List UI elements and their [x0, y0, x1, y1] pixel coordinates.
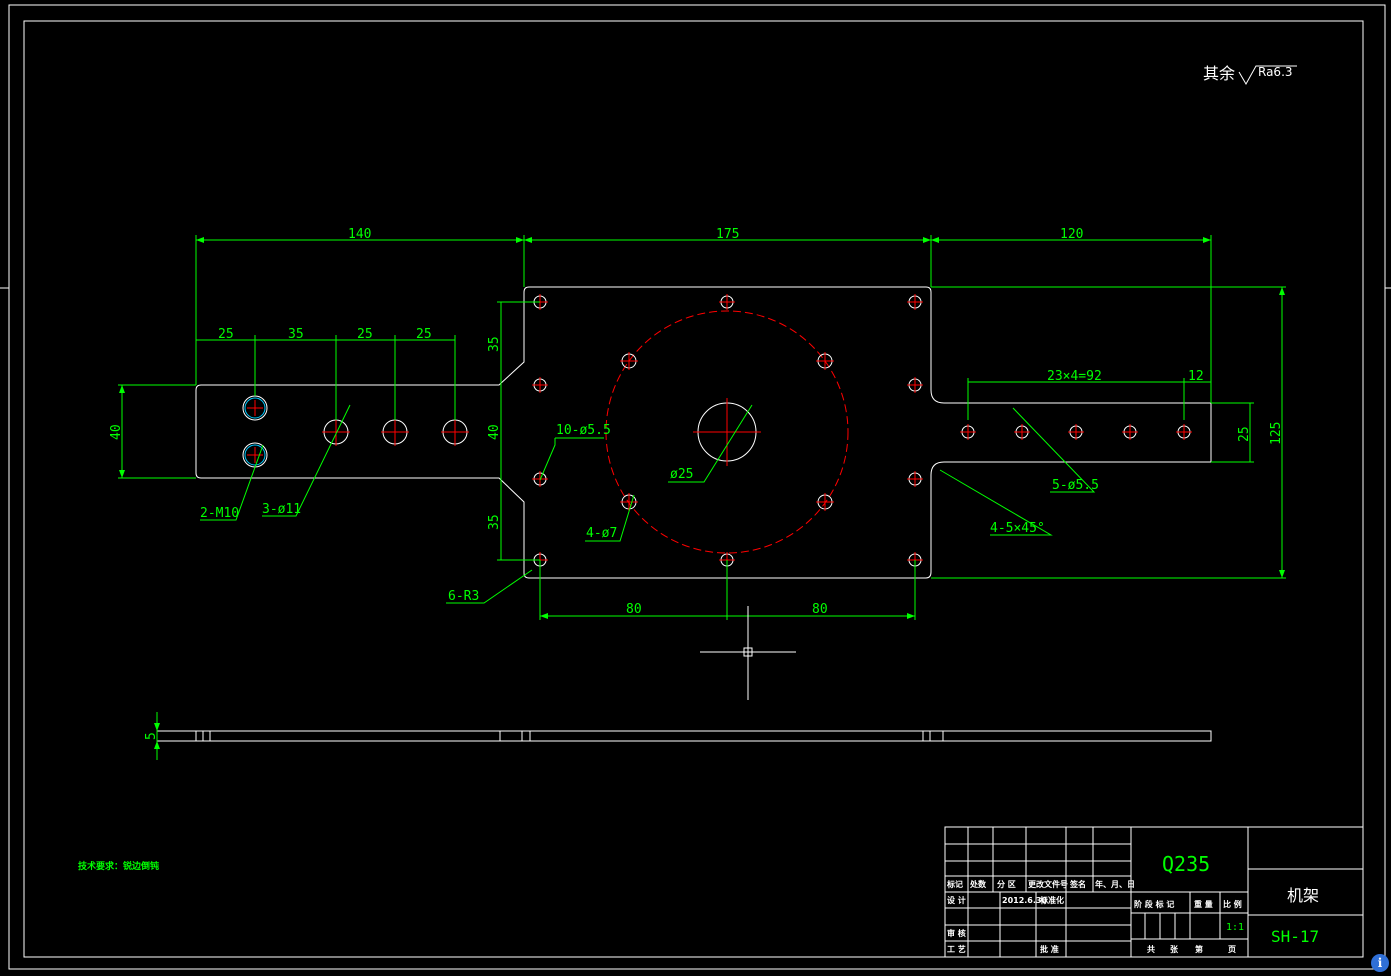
holes [242, 294, 1192, 568]
tb-weight: 重 量 [1194, 899, 1213, 909]
drawing-frame [0, 4, 1391, 970]
part-name: 机架 [1287, 886, 1319, 905]
tb-footer-2: 第 [1195, 944, 1203, 954]
tb-stage: 阶 段 标 记 [1134, 899, 1174, 909]
tb-scale-label: 比 例 [1223, 899, 1242, 909]
dim-25c: 25 [416, 327, 432, 342]
callout-chamfer: 4-5×45° [990, 521, 1045, 536]
callout-m10: 2-M10 [200, 506, 239, 521]
callout-phi55-5: 5-ø5.5 [1052, 478, 1099, 493]
center-cross [700, 606, 796, 700]
tb-footer-3: 页 [1228, 945, 1236, 954]
roughness-value: Ra6.3 [1258, 65, 1293, 79]
info-icon[interactable]: i [1371, 954, 1389, 972]
dim-35a: 35 [288, 327, 304, 342]
dim-40-left: 40 [109, 424, 124, 440]
dimension-texts: 140 175 120 25 35 25 25 35 40 35 40 23×4… [109, 227, 1284, 740]
dim-125: 125 [1269, 422, 1284, 445]
dim-120: 120 [1060, 227, 1083, 242]
dim-5: 5 [144, 732, 159, 740]
dim-175: 175 [716, 227, 739, 242]
tb-design-date: 2012.6.30 [1002, 896, 1047, 905]
tb-row-header-0: 标记 [946, 879, 963, 889]
title-block: Q235 机架 SH-17 1:1 标记 处数 分 区 更改文件号 签名 年、月… [944, 826, 1364, 958]
dim-25-right: 25 [1237, 426, 1252, 442]
tb-review: 审 核 [947, 928, 966, 938]
callout-phi25: ø25 [670, 467, 693, 482]
dim-140: 140 [348, 227, 371, 242]
tb-footer-0: 共 [1147, 944, 1155, 954]
tb-row-header-2: 分 区 [997, 879, 1016, 889]
tb-row-header-5: 年、月、日 [1095, 879, 1135, 889]
dimension-lines [118, 235, 1286, 760]
tb-footer-1: 张 [1170, 945, 1179, 954]
dim-12: 12 [1188, 369, 1204, 384]
roughness-prefix: 其余 [1203, 64, 1235, 83]
tb-row-header-1: 处数 [969, 879, 987, 889]
tb-approve: 批 准 [1040, 944, 1059, 954]
dim-80-left: 80 [626, 602, 642, 617]
dim-35-bot: 35 [487, 514, 502, 530]
dim-80-right: 80 [812, 602, 828, 617]
dim-25a: 25 [218, 327, 234, 342]
technical-note: 技术要求：锐边倒钝 [78, 860, 159, 872]
dim-35-top: 35 [487, 336, 502, 352]
bolt-circle [605, 310, 849, 554]
tb-row-header-4: 签名 [1069, 879, 1086, 889]
part-outline [156, 286, 1212, 742]
tb-row-header-3: 更改文件号 [1028, 879, 1068, 889]
callout-phi55-10: 10-ø5.5 [556, 423, 611, 438]
dim-25b: 25 [357, 327, 373, 342]
callout-texts: 2-M10 3-ø11 10-ø5.5 ø25 4-ø7 6-R3 5-ø5.5… [200, 423, 1099, 604]
material: Q235 [1162, 852, 1210, 876]
arrowheads [119, 237, 1285, 749]
callout-r3: 6-R3 [448, 589, 479, 604]
dim-23x4: 23×4=92 [1047, 369, 1102, 384]
roughness-symbol: 其余 Ra6.3 [1203, 64, 1297, 86]
drawing-number: SH-17 [1271, 927, 1319, 946]
callout-phi7: 4-ø7 [586, 526, 617, 541]
tb-design: 设 计 [947, 895, 966, 905]
callout-phi11: 3-ø11 [262, 502, 301, 517]
scale-value: 1:1 [1226, 922, 1244, 933]
dim-40-mid: 40 [487, 424, 502, 440]
tb-process: 工 艺 [947, 944, 966, 954]
tb-standardize: 标准化 [1039, 895, 1064, 905]
